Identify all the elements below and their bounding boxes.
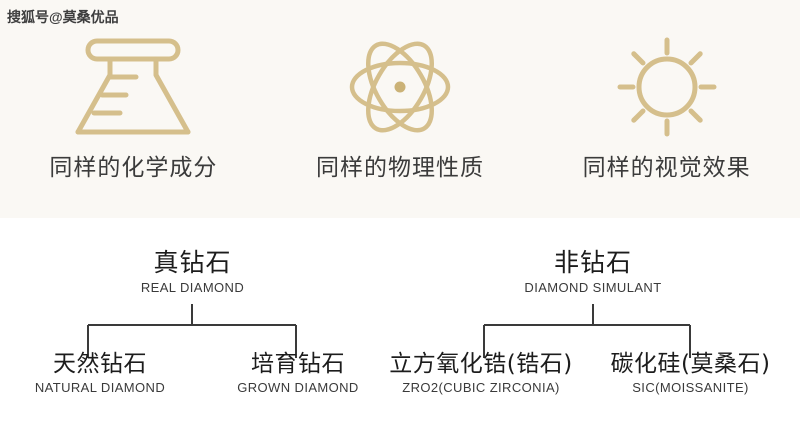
feature-physical-properties: 同样的物理性质 (275, 28, 525, 182)
feature-row: 同样的化学成分 同样的物理性质 (0, 28, 800, 198)
node-label-en: REAL DIAMOND (140, 280, 245, 295)
node-label-cn: 立方氧化锆(锆石) (389, 351, 573, 377)
tree-node-cubic-zirconia: 立方氧化锆(锆石) ZRO2(CUBIC ZIRCONIA) (376, 350, 586, 396)
feature-caption: 同样的视觉效果 (582, 155, 751, 181)
node-label-cn: 天然钻石 (53, 351, 147, 377)
classification-tree: 真钻石 REAL DIAMOND 非钻石 DIAMOND SIMULANT 天然… (0, 218, 800, 432)
node-label-en: ZRO2(CUBIC ZIRCONIA) (402, 380, 560, 395)
features-panel: 搜狐号@莫桑优品 (0, 0, 800, 218)
watermark-label: 搜狐号@莫桑优品 (7, 9, 119, 25)
node-label-en: NATURAL DIAMOND (34, 380, 166, 395)
tree-connector-lines (87, 304, 691, 358)
feature-caption: 同样的化学成分 (49, 155, 218, 181)
node-label-cn: 真钻石 (153, 248, 232, 277)
tree-node-grown-diamond: 培育钻石 GROWN DIAMOND (198, 350, 398, 396)
node-label-en: DIAMOND SIMULANT (524, 280, 662, 295)
feature-visual-effect: 同样的视觉效果 (542, 28, 792, 182)
tree-node-diamond-simulant: 非钻石 DIAMOND SIMULANT (438, 248, 748, 297)
tree-node-real-diamond: 真钻石 REAL DIAMOND (95, 248, 290, 297)
node-label-en: SIC(MOISSANITE) (632, 380, 749, 395)
node-label-en: GROWN DIAMOND (237, 380, 359, 395)
feature-caption: 同样的物理性质 (315, 155, 484, 181)
sun-icon (597, 28, 737, 146)
feature-chemical-composition: 同样的化学成分 (8, 28, 258, 182)
node-label-cn: 碳化硅(莫桑石) (610, 351, 771, 377)
flask-icon (63, 28, 203, 146)
node-label-cn: 培育钻石 (251, 351, 345, 377)
node-label-cn: 非钻石 (553, 248, 632, 277)
tree-node-natural-diamond: 天然钻石 NATURAL DIAMOND (0, 350, 200, 396)
tree-node-moissanite: 碳化硅(莫桑石) SIC(MOISSANITE) (583, 350, 798, 396)
atom-icon (330, 28, 470, 146)
